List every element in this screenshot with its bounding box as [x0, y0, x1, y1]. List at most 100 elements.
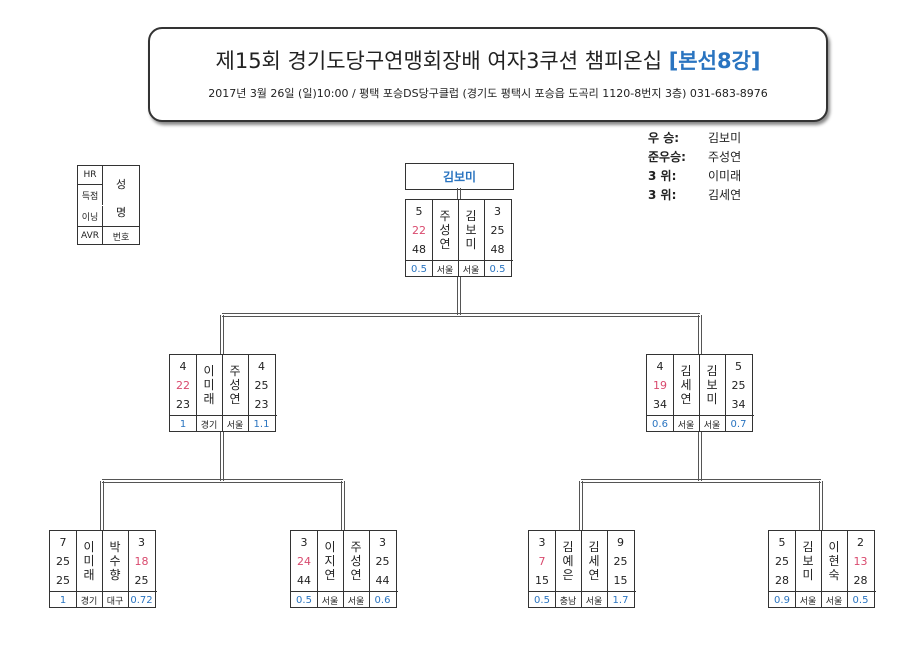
legend-box: HR 득점 이닝 AVR 성 명 번호	[77, 165, 140, 245]
standing-row: 준우승:주성연	[648, 150, 742, 164]
player-region: 서울	[703, 420, 721, 431]
player-region: 서울	[825, 596, 843, 607]
bracket-connector	[819, 481, 820, 530]
hr-value: 3	[494, 204, 501, 218]
standing-row: 우 승:김보미	[648, 131, 742, 145]
avr-value: 0.72	[130, 594, 153, 606]
score-value: 25	[731, 378, 746, 392]
avr-value: 1	[179, 418, 187, 430]
avr-value: 0.5	[489, 263, 506, 275]
bracket-connector	[222, 313, 700, 314]
avr-value: 0.6	[374, 594, 391, 606]
score-value: 22	[412, 223, 426, 237]
hr-value: 7	[59, 535, 67, 549]
hr-value: 5	[415, 204, 423, 218]
score-value: 25	[375, 554, 390, 568]
score-value: 25	[56, 554, 70, 568]
bracket-connector	[581, 479, 821, 480]
avr-value: 0.5	[411, 263, 427, 275]
hr-value: 9	[617, 535, 624, 549]
inning-value: 44	[375, 573, 390, 587]
bracket-connector	[102, 479, 343, 480]
inning-value: 23	[254, 397, 269, 411]
player-region: 서울	[799, 596, 817, 607]
player-region: 서울	[462, 265, 480, 276]
hr-value: 4	[656, 359, 664, 373]
player-region: 서울	[226, 420, 244, 431]
event-info: 2017년 3월 26일 (일)10:00 / 평택 포승DS당구클럽 (경기도…	[208, 87, 768, 100]
inning-value: 25	[134, 573, 149, 587]
avr-value: 1.7	[612, 594, 629, 606]
hr-value: 3	[538, 535, 546, 549]
avr-value: 0.6	[652, 418, 668, 430]
player-region: 대구	[106, 596, 124, 607]
bracket-connector	[100, 481, 101, 530]
score-value: 7	[538, 554, 546, 568]
inning-value: 15	[535, 573, 549, 587]
inning-value: 48	[412, 242, 426, 256]
score-value: 25	[490, 223, 505, 237]
player-region: 서울	[436, 265, 454, 276]
score-value: 19	[653, 378, 667, 392]
player-region: 서울	[321, 596, 339, 607]
inning-value: 28	[775, 573, 789, 587]
score-value: 13	[853, 554, 868, 568]
score-value: 25	[775, 554, 789, 568]
bracket-connector	[220, 315, 221, 354]
inning-value: 44	[297, 573, 311, 587]
avr-value: 0.5	[534, 594, 550, 606]
avr-value: 0.7	[730, 418, 747, 430]
score-value: 18	[134, 554, 149, 568]
hr-value: 5	[735, 359, 742, 373]
inning-value: 34	[731, 397, 746, 411]
player-region: 서울	[677, 420, 695, 431]
avr-value: 0.5	[852, 594, 869, 606]
avr-value: 1	[59, 594, 67, 606]
inning-value: 48	[490, 242, 505, 256]
bracket-connector	[220, 432, 221, 481]
bracket-connector	[579, 481, 580, 530]
hr-value: 3	[138, 535, 145, 549]
bracket-connector	[698, 432, 699, 481]
round-label: [본선8강]	[668, 49, 761, 73]
avr-value: 0.5	[296, 594, 312, 606]
player-region: 서울	[347, 596, 365, 607]
hr-value: 2	[857, 535, 864, 549]
inning-value: 23	[176, 397, 190, 411]
hr-value: 4	[258, 359, 265, 373]
score-value: 25	[254, 378, 269, 392]
score-value: 24	[297, 554, 311, 568]
page-title: 제15회 경기도당구연맹회장배 여자3쿠션 챔피온십 [본선8강]	[215, 49, 761, 73]
standing-row: 3 위:이미래	[648, 169, 742, 183]
bracket-connector	[457, 188, 458, 199]
avr-value: 0.9	[774, 594, 790, 606]
hr-value: 4	[179, 359, 187, 373]
score-value: 22	[176, 378, 190, 392]
bracket-connector	[341, 481, 342, 530]
bracket-connector	[698, 315, 699, 354]
hr-value: 3	[379, 535, 386, 549]
champion-box: 김보미	[405, 163, 514, 190]
inning-value: 15	[613, 573, 628, 587]
score-value: 25	[613, 554, 628, 568]
hr-value: 3	[300, 535, 308, 549]
title-box: 제15회 경기도당구연맹회장배 여자3쿠션 챔피온십 [본선8강] 2017년 …	[148, 27, 828, 122]
player-region: 경기	[200, 420, 218, 431]
